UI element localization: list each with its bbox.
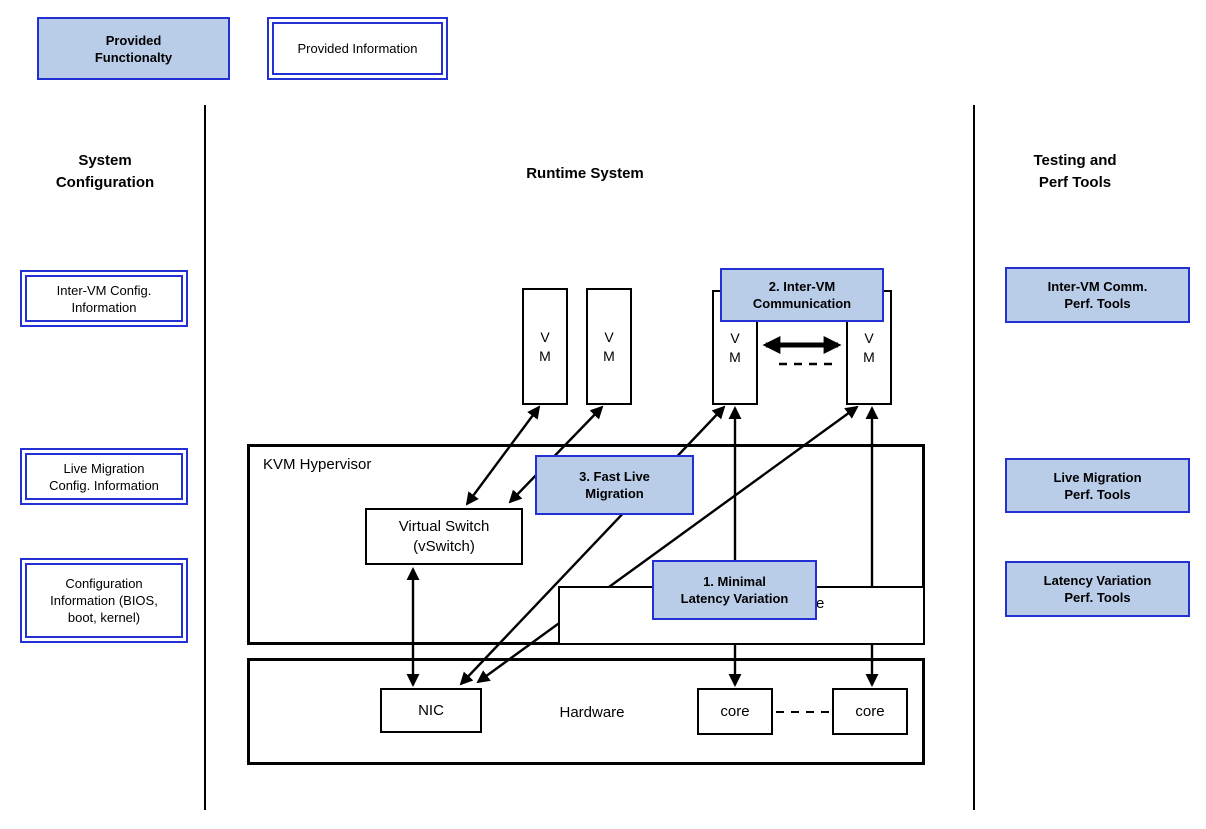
callout-intervm-communication: 2. Inter-VM Communication xyxy=(720,268,884,322)
box-line: Live Migration xyxy=(1053,469,1142,485)
box-intervm-config-information: Inter-VM Config. Information xyxy=(20,270,188,327)
virtual-switch-box: Virtual Switch (vSwitch) xyxy=(365,508,523,565)
box-line: Information (BIOS, xyxy=(50,593,158,608)
legend-provided-functionality: Provided Functionalty xyxy=(37,17,230,80)
box-line: Perf. Tools xyxy=(1064,486,1131,502)
core-box-1: core xyxy=(697,688,773,735)
box-configuration-information-bios: Configuration Information (BIOS, boot, k… xyxy=(20,558,188,643)
callout-minimal-latency-variation: 1. Minimal Latency Variation xyxy=(652,560,817,620)
legend-provided-information: Provided Information xyxy=(267,17,448,80)
box-line: Perf. Tools xyxy=(1064,590,1131,605)
callout-line: Communication xyxy=(752,296,852,311)
box-line: Inter-VM Comm. xyxy=(1047,279,1148,294)
box-line: boot, kernel) xyxy=(67,610,141,625)
callout-line: Latency Variation xyxy=(680,591,789,606)
box-line: Live Migration xyxy=(63,460,145,476)
callout-line: 3. Fast Live xyxy=(579,469,650,484)
core-label: core xyxy=(855,702,885,720)
hidden-inner-box-visible-text: e xyxy=(816,595,825,612)
vm-letter: V xyxy=(730,329,740,346)
vm-box-2: V M xyxy=(586,288,632,405)
callout-line: Migration xyxy=(585,486,644,501)
box-line: Information xyxy=(71,299,137,315)
vswitch-line: Virtual Switch xyxy=(398,517,490,535)
right-title-line2: Perf Tools xyxy=(1038,174,1112,191)
callout-fast-live-migration: 3. Fast Live Migration xyxy=(535,455,694,515)
vm-box-1: V M xyxy=(522,288,568,405)
legend-functionality-line1: Provided xyxy=(105,32,162,48)
vswitch-line: (vSwitch) xyxy=(413,537,475,555)
divider-left xyxy=(204,105,206,810)
arrow-vm1-vswitch xyxy=(465,405,541,506)
divider-right xyxy=(973,105,975,810)
arrow-vm4-nic xyxy=(476,405,859,684)
vm-letter: V xyxy=(540,328,550,345)
box-line: Latency Variation xyxy=(1043,573,1152,588)
core-box-2: core xyxy=(832,688,908,735)
vm-letter: V xyxy=(864,329,874,346)
box-latency-variation-perf-tools: Latency Variation Perf. Tools xyxy=(1005,561,1190,617)
box-intervm-comm-perf-tools: Inter-VM Comm. Perf. Tools xyxy=(1005,267,1190,323)
arrow-group xyxy=(406,336,879,713)
core-label: core xyxy=(720,702,750,720)
box-live-migration-config-information: Live Migration Config. Information xyxy=(20,448,188,505)
box-line: Inter-VM Config. xyxy=(56,282,152,298)
right-column-title: Testing and Perf Tools xyxy=(985,150,1165,194)
vm-letter: M xyxy=(863,348,875,365)
center-column-title: Runtime System xyxy=(526,165,644,182)
right-title-line1: Testing and xyxy=(1033,152,1117,169)
vm-letter: M xyxy=(539,347,551,364)
left-column-title: System Configuration xyxy=(15,150,195,194)
vm-letter: M xyxy=(729,348,741,365)
legend-functionality-line2: Functionalty xyxy=(94,49,173,65)
box-live-migration-perf-tools: Live Migration Perf. Tools xyxy=(1005,458,1190,513)
vm-letter: V xyxy=(604,328,614,345)
callout-line: 2. Inter-VM xyxy=(768,279,836,294)
kvm-hypervisor-label: KVM Hypervisor xyxy=(263,456,372,473)
left-title-line2: Configuration xyxy=(55,174,155,191)
left-title-line1: System xyxy=(78,152,132,169)
nic-box: NIC xyxy=(380,688,482,733)
nic-label: NIC xyxy=(418,701,444,719)
box-line: Configuration xyxy=(65,576,143,591)
box-line: Config. Information xyxy=(49,477,159,493)
vm-letter: M xyxy=(603,347,615,364)
box-line: Perf. Tools xyxy=(1064,296,1131,311)
hardware-label: Hardware xyxy=(559,704,625,721)
legend-information-label: Provided Information xyxy=(297,41,418,56)
callout-line: 1. Minimal xyxy=(703,574,766,589)
